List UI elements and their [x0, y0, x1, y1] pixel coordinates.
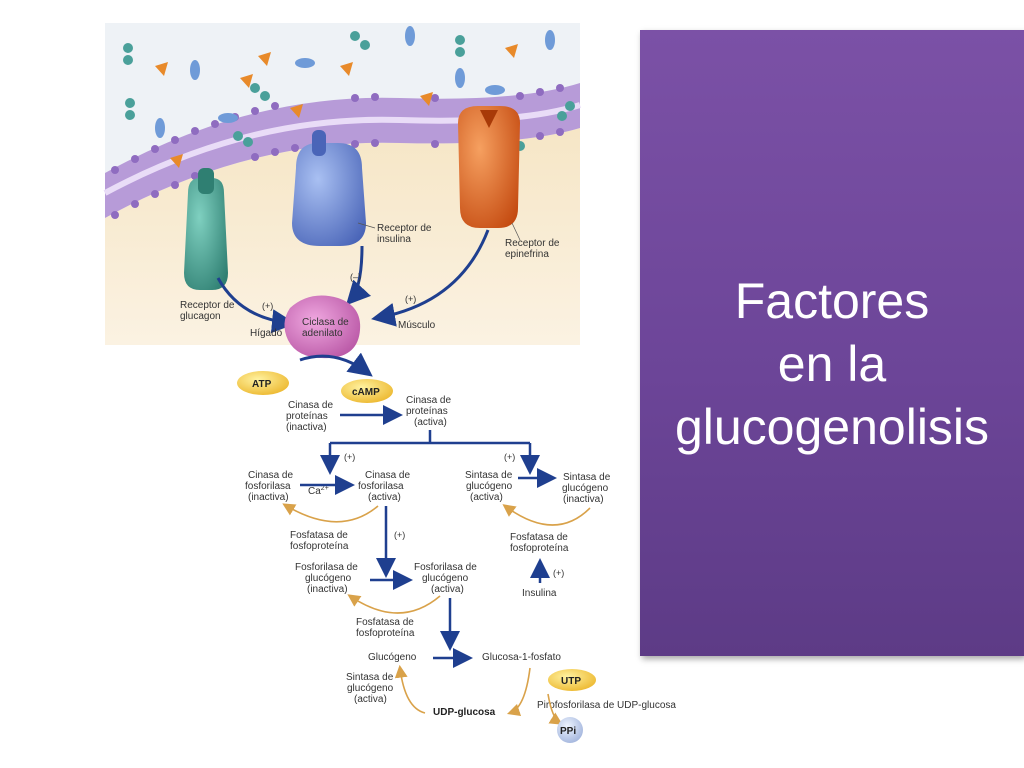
pka-active-3: (activa)	[414, 417, 447, 428]
phk-inactive-1: Cinasa de	[248, 470, 293, 481]
pka-inactive-3: (inactiva)	[286, 422, 327, 433]
glucose-1-phosphate-label: Glucosa-1-fosfato	[482, 652, 561, 663]
gs-inactive-right-3: (inactiva)	[563, 494, 604, 505]
gs-bottom-2: glucógeno	[347, 683, 394, 694]
phosphatase-1-line2: fosfoproteína	[290, 541, 349, 552]
slide-title: Factores en la glucogenolisis	[640, 270, 1024, 459]
insulin-receptor-label-2: insulina	[377, 234, 411, 245]
glucagon-plus-sign: (+)	[262, 301, 273, 311]
phk-activation-plus: (+)	[344, 452, 355, 462]
phk-active-1: Cinasa de	[365, 470, 410, 481]
gp-activation-plus: (+)	[394, 530, 405, 540]
calcium-label: Ca2+	[308, 485, 329, 497]
gs-active-right-3: (activa)	[470, 492, 503, 503]
udp-pyrophosphorylase-label: Pirofosforilasa de UDP-glucosa	[537, 700, 676, 711]
gs-inactivation-plus: (+)	[504, 452, 515, 462]
insulin-plus: (+)	[553, 568, 564, 578]
phk-inactive-3: (inactiva)	[248, 492, 289, 503]
gs-inactive-right-2: glucógeno	[562, 483, 609, 494]
lipid-heads-bottom	[111, 128, 564, 219]
insulin-receptor	[292, 130, 366, 246]
phosphatase-1-line1: Fosfatasa de	[290, 530, 348, 541]
gp-active-1: Fosforilasa de	[414, 562, 477, 573]
gs-bottom-3: (activa)	[354, 694, 387, 705]
ppi-badge: PPi	[557, 717, 583, 743]
insulin-label: Insulina	[522, 588, 557, 599]
camp-badge: cAMP	[341, 379, 393, 403]
gp-inactive-2: glucógeno	[305, 573, 352, 584]
slide-title-line-3: glucogenolisis	[674, 399, 990, 455]
glycogenolysis-diagram: Receptor de insulina Receptor de epinefr…	[103, 23, 676, 743]
epinephrine-receptor-label-1: Receptor de	[505, 238, 560, 249]
pka-inactive-2: proteínas	[286, 411, 328, 422]
gp-active-3: (activa)	[431, 584, 464, 595]
cell-membrane-illustration: Receptor de insulina Receptor de epinefr…	[103, 23, 581, 359]
glucagon-receptor-label-2: glucagon	[180, 311, 221, 322]
utp-badge: UTP	[548, 669, 596, 691]
epinephrine-receptor-label-2: epinefrina	[505, 249, 549, 260]
adenylate-cyclase-label-2: adenilato	[302, 328, 343, 339]
gs-active-right-1: Sintasa de	[465, 470, 513, 481]
gs-bottom-1: Sintasa de	[346, 672, 394, 683]
phosphatase-2-line2: fosfoproteína	[510, 543, 569, 554]
camp-label: cAMP	[352, 387, 380, 398]
pka-active-2: proteínas	[406, 406, 448, 417]
slide-title-line-1: Factores	[734, 273, 930, 329]
pka-inactive-1: Cinasa de	[288, 400, 333, 411]
gp-active-2: glucógeno	[422, 573, 469, 584]
glycogen-label: Glucógeno	[368, 652, 417, 663]
epinephrine-plus-sign: (+)	[405, 294, 416, 304]
atp-badge: ATP	[237, 371, 289, 395]
phosphatase-3-line1: Fosfatasa de	[356, 617, 414, 628]
title-panel: Factores en la glucogenolisis	[640, 30, 1024, 656]
phk-active-2: fosforilasa	[358, 481, 404, 492]
pka-active-1: Cinasa de	[406, 395, 451, 406]
phk-inactive-2: fosforilasa	[245, 481, 291, 492]
liver-label: Hígado	[250, 328, 283, 339]
adenylate-cyclase-label-1: Ciclasa de	[302, 317, 349, 328]
gp-inactive-3: (inactiva)	[307, 584, 348, 595]
slide-title-line-2: en la	[777, 336, 887, 392]
udp-glucose-label: UDP-glucosa	[433, 707, 496, 718]
insulin-minus-sign: (–)	[350, 272, 361, 282]
phosphatase-2-line1: Fosfatasa de	[510, 532, 568, 543]
glucagon-receptor	[184, 168, 228, 290]
insulin-receptor-label-1: Receptor de	[377, 223, 432, 234]
gp-inactive-1: Fosforilasa de	[295, 562, 358, 573]
phk-active-3: (activa)	[368, 492, 401, 503]
gs-inactive-right-1: Sintasa de	[563, 472, 611, 483]
utp-label: UTP	[561, 676, 581, 687]
atp-label: ATP	[252, 379, 272, 390]
muscle-label: Músculo	[398, 320, 436, 331]
phosphatase-3-line2: fosfoproteína	[356, 628, 415, 639]
ppi-label: PPi	[560, 726, 576, 737]
adenylate-cyclase: Ciclasa de adenilato	[284, 295, 361, 359]
glucagon-receptor-label-1: Receptor de	[180, 300, 235, 311]
epinephrine-receptor	[458, 106, 520, 228]
gs-active-right-2: glucógeno	[466, 481, 513, 492]
